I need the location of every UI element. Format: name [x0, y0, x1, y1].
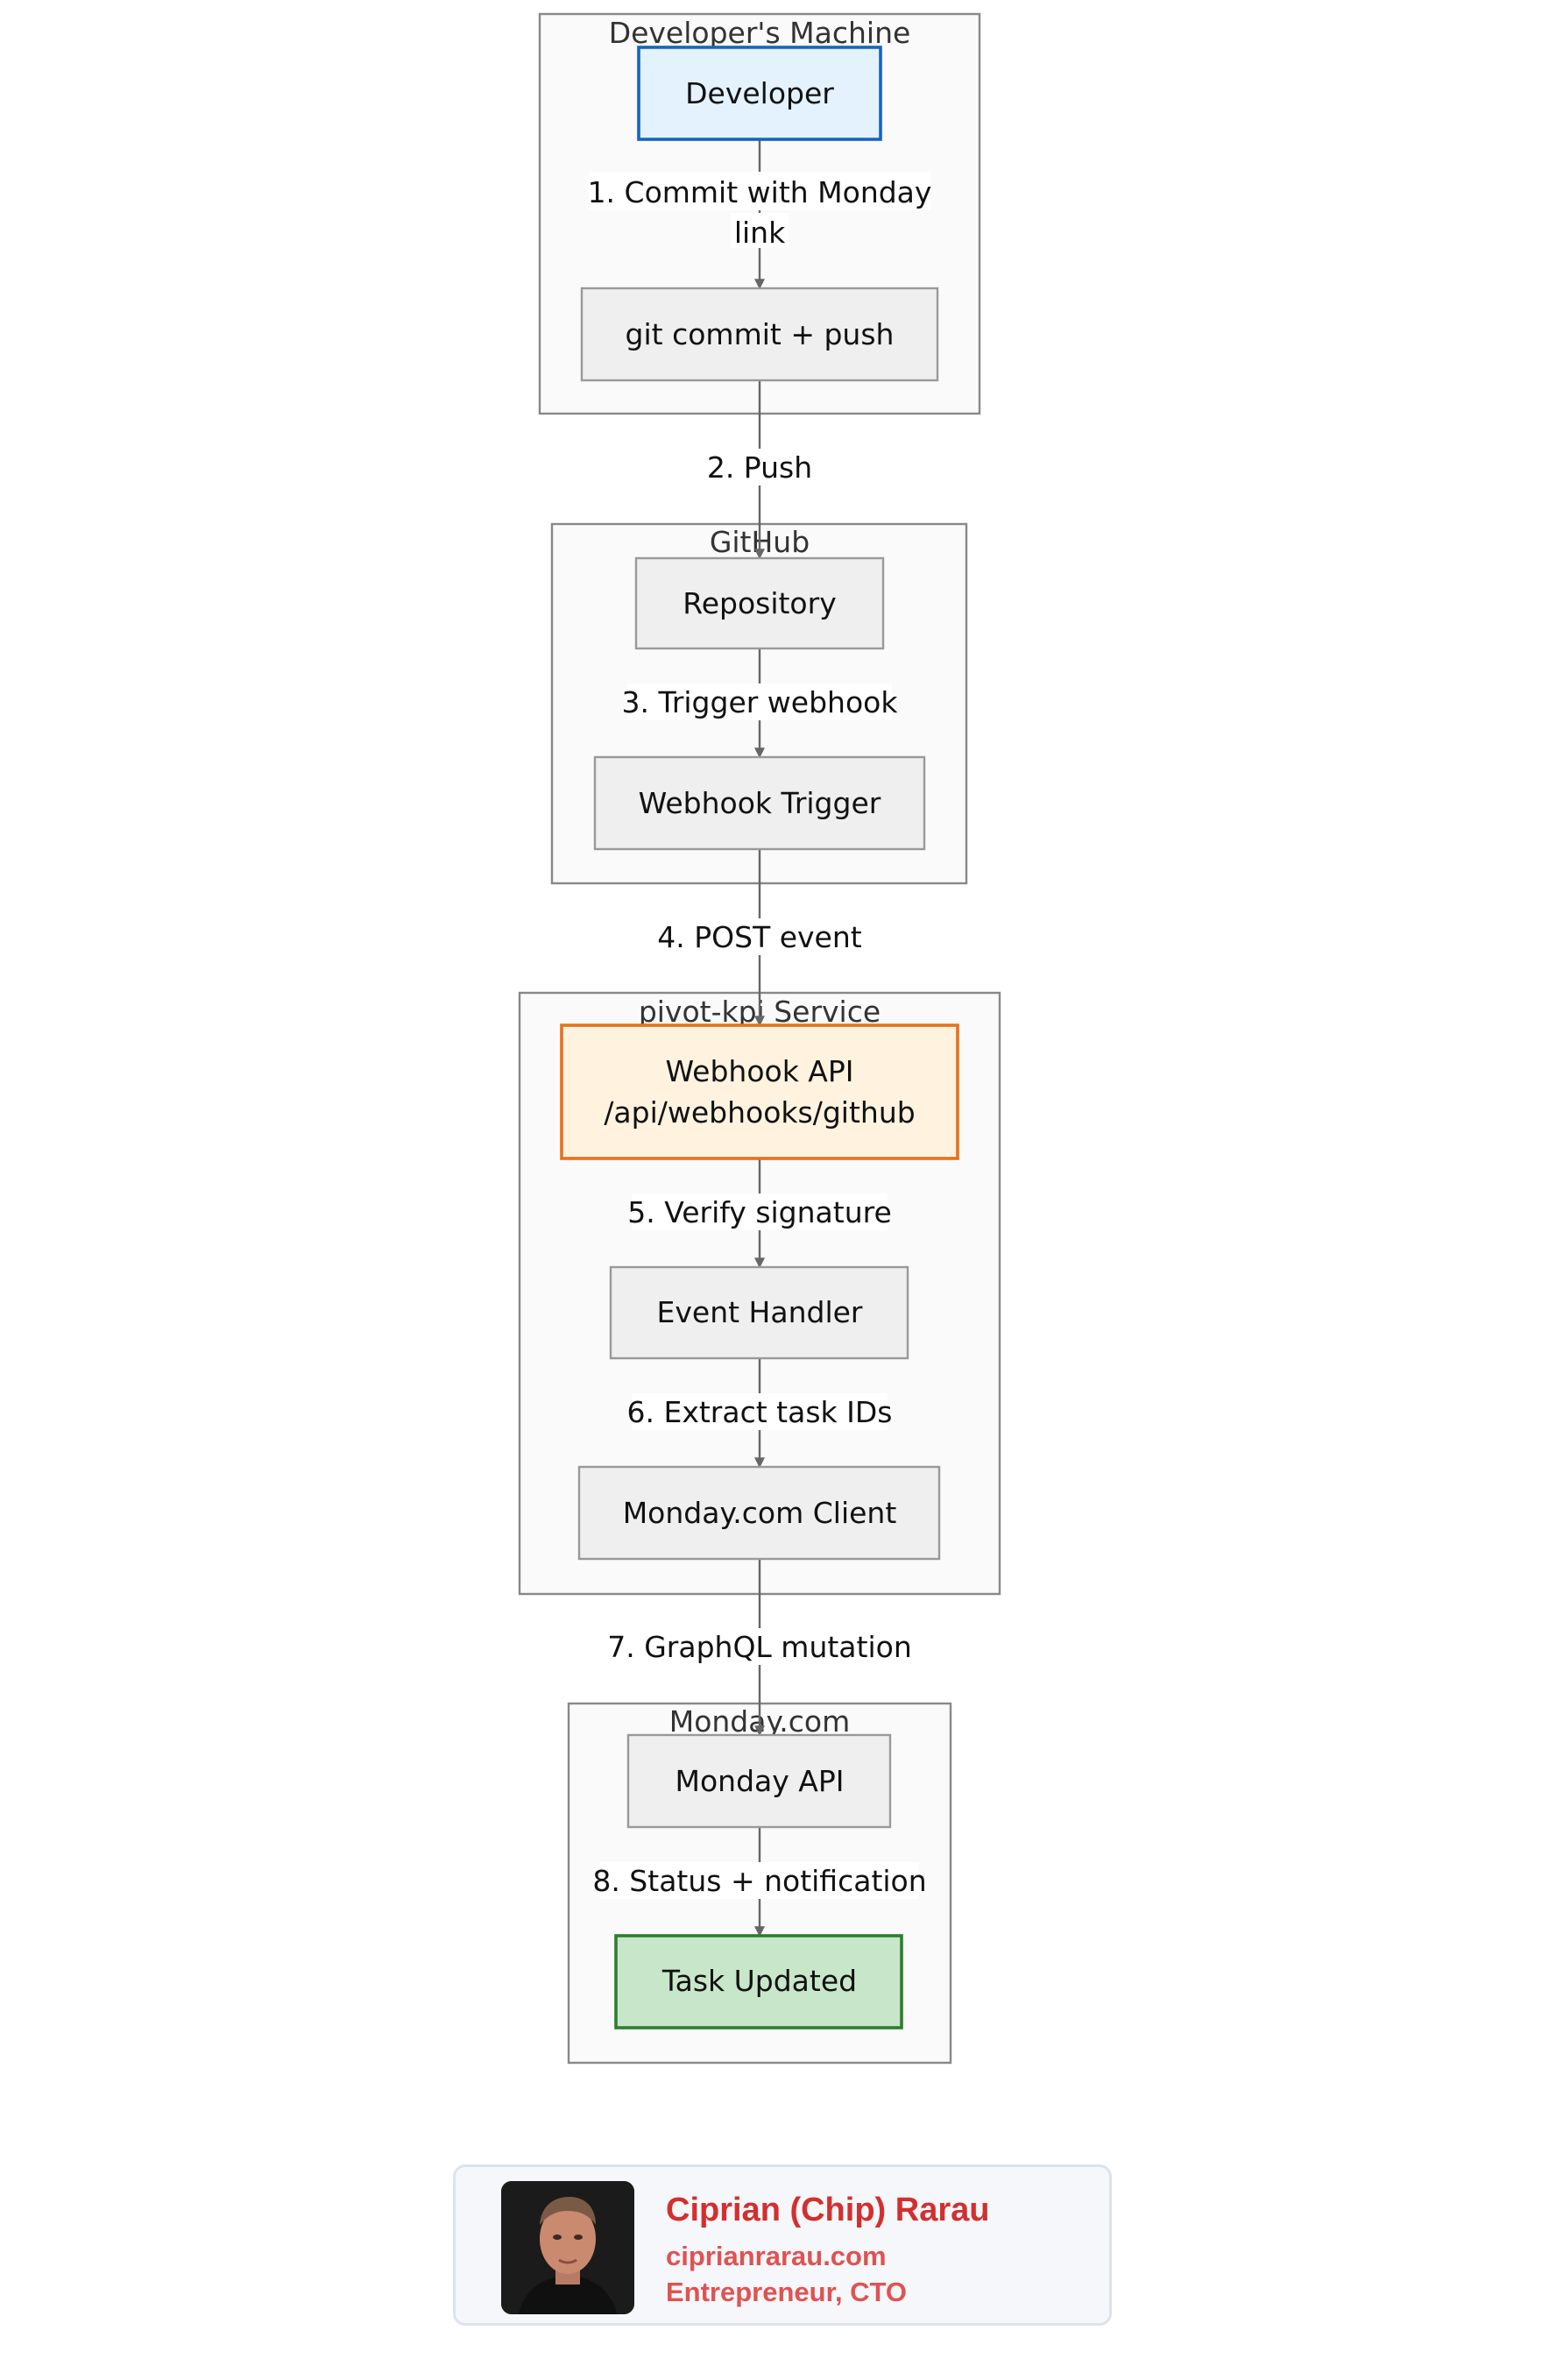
- node-label-webhook-api: Webhook API: [665, 1054, 853, 1088]
- node-developer: Developer: [637, 46, 882, 141]
- node-label-webhook-api-path: /api/webhooks/github: [604, 1095, 915, 1130]
- edge-label-4: 4. POST event: [657, 920, 861, 954]
- author-photo-icon: [501, 2181, 634, 2314]
- node-webhook-api: Webhook API /api/webhooks/github: [560, 1024, 959, 1160]
- node-repository: Repository: [634, 556, 885, 650]
- node-label-monday-api: Monday API: [676, 1764, 845, 1798]
- edge-label-2: 2. Push: [707, 450, 812, 485]
- edge-label-1-cont: link: [734, 216, 786, 250]
- node-event-handler: Event Handler: [609, 1265, 909, 1360]
- node-label-repository: Repository: [683, 586, 836, 620]
- node-task-updated: Task Updated: [614, 1934, 903, 2029]
- edge-label-3: 3. Trigger webhook: [622, 685, 899, 719]
- edge-labels: 1. Commit with Monday link 2. Push 3. Tr…: [588, 172, 932, 1899]
- node-label-developer: Developer: [685, 76, 834, 110]
- edge-label-6: 6. Extract task IDs: [627, 1395, 893, 1429]
- node-label-task-updated: Task Updated: [661, 1964, 857, 1998]
- edge-label-1: 1. Commit with Monday: [588, 175, 932, 209]
- node-monday-client: Monday.com Client: [577, 1465, 941, 1561]
- author-role: Entrepreneur, CTO: [666, 2277, 908, 2307]
- edge-label-5: 5. Verify signature: [627, 1195, 892, 1229]
- node-label-git-commit-push: git commit + push: [626, 317, 895, 351]
- author-name: Ciprian (Chip) Rarau: [666, 2192, 990, 2228]
- avatar: [501, 2181, 634, 2314]
- edge-label-8: 8. Status + notification: [592, 1864, 926, 1898]
- author-card: Ciprian (Chip) Rarau ciprianrarau.com En…: [453, 2164, 1112, 2326]
- node-label-webhook-trigger: Webhook Trigger: [639, 786, 881, 820]
- edge-label-7: 7. GraphQL mutation: [607, 1630, 911, 1664]
- node-label-event-handler: Event Handler: [657, 1295, 863, 1329]
- node-webhook-trigger: Webhook Trigger: [593, 755, 926, 851]
- cluster-label-developers-machine: Developer's Machine: [609, 16, 911, 50]
- node-git-commit-push: git commit + push: [580, 287, 939, 382]
- author-website[interactable]: ciprianrarau.com: [666, 2241, 887, 2271]
- node-monday-api: Monday API: [626, 1733, 892, 1829]
- node-label-monday-client: Monday.com Client: [623, 1496, 897, 1530]
